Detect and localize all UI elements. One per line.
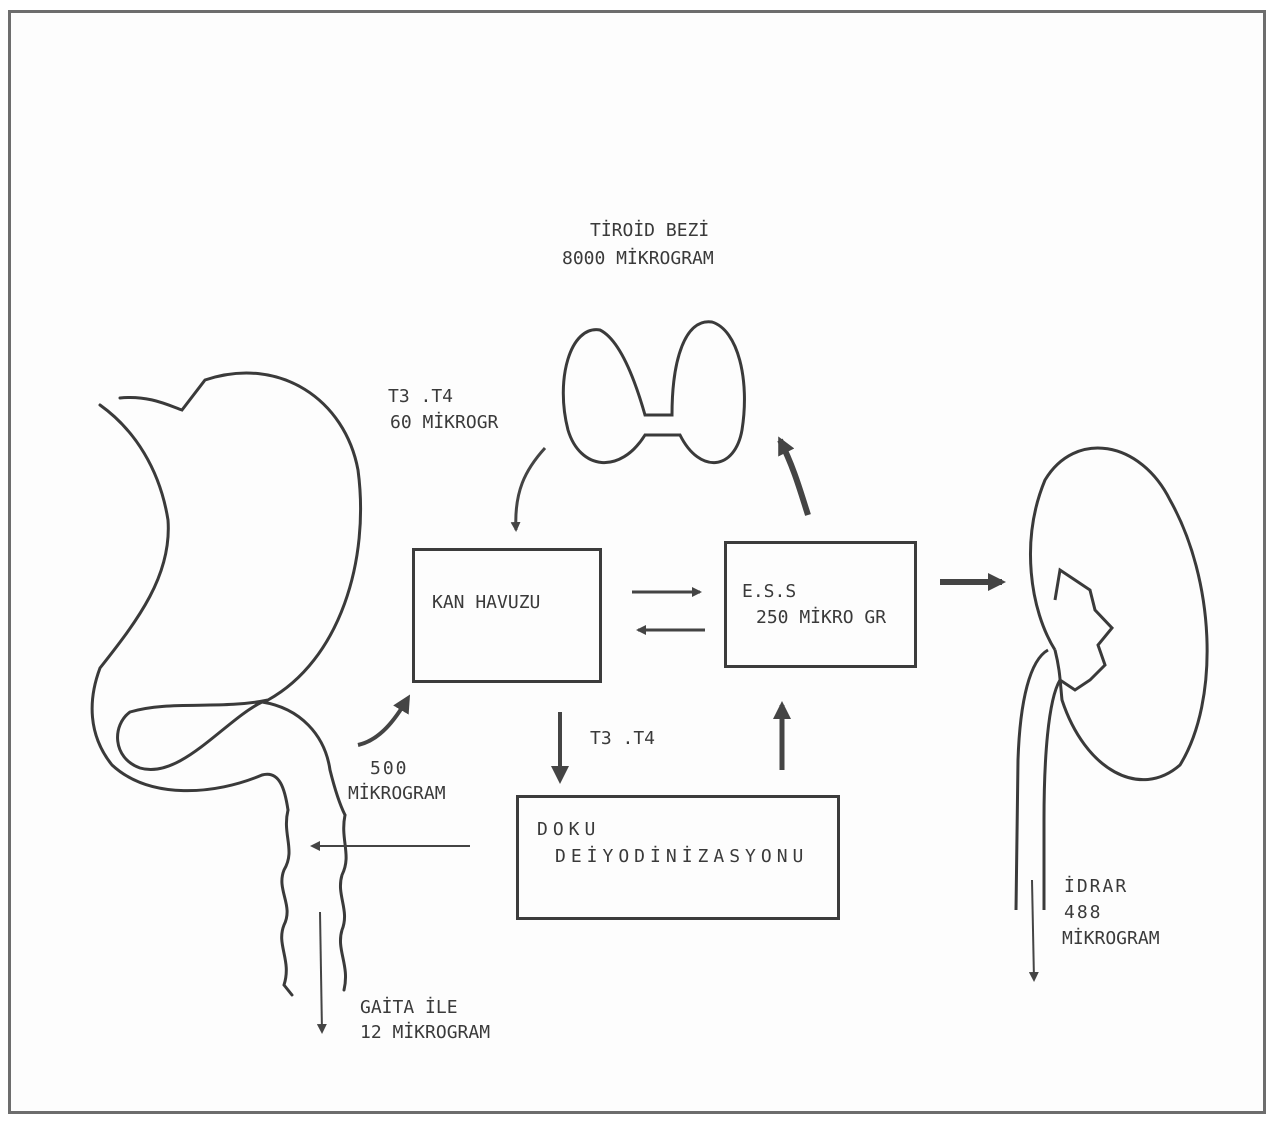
intestine-left-wall — [282, 810, 292, 995]
flow-arrows — [312, 440, 1034, 1032]
absorption-amount: 500 — [370, 756, 409, 782]
tissue-deiodination-label: DEİYODİNİZASYONU — [555, 844, 808, 870]
urine-amount: 488 — [1064, 900, 1103, 926]
feces-amount: 12 MİKROGRAM — [360, 1020, 490, 1046]
arrow-absorption-to-blood-pool — [358, 698, 408, 745]
t3t4-tissue-label: T3 .T4 — [590, 726, 655, 752]
blood-pool-label: KAN HAVUZU — [432, 590, 540, 616]
stomach-inner-wall — [118, 373, 361, 815]
stomach-intestine-illustration — [92, 373, 360, 995]
feces-label: GAİTA İLE — [360, 995, 458, 1021]
kidney-illustration — [1016, 448, 1207, 910]
thyroid-title: TİROİD BEZİ — [590, 218, 709, 244]
kidney-pelvis — [1055, 570, 1112, 690]
arrow-t3t4-to-blood-pool — [516, 448, 545, 530]
thyroid-gland-shape — [563, 322, 744, 463]
intestine-right-wall — [340, 815, 346, 990]
ess-amount: 250 MİKRO GR — [756, 605, 886, 631]
arrow-urine-out — [1032, 880, 1034, 980]
t3t4-input-label: T3 .T4 — [388, 384, 453, 410]
tissue-label: DOKU — [537, 817, 600, 843]
urine-label: İDRAR — [1064, 874, 1128, 900]
arrow-feces-out — [320, 912, 322, 1032]
thyroid-amount: 8000 MİKROGRAM — [562, 246, 714, 272]
stomach-outer-wall — [92, 405, 288, 810]
urine-unit: MİKROGRAM — [1062, 926, 1160, 952]
t3t4-input-amount: 60 MİKROGR — [390, 410, 498, 436]
arrow-ess-to-thyroid — [780, 440, 808, 515]
ess-label: E.S.S — [742, 579, 796, 605]
absorption-unit: MİKROGRAM — [348, 781, 446, 807]
ureter-right — [1044, 680, 1060, 910]
kidney-outline — [1031, 448, 1208, 780]
